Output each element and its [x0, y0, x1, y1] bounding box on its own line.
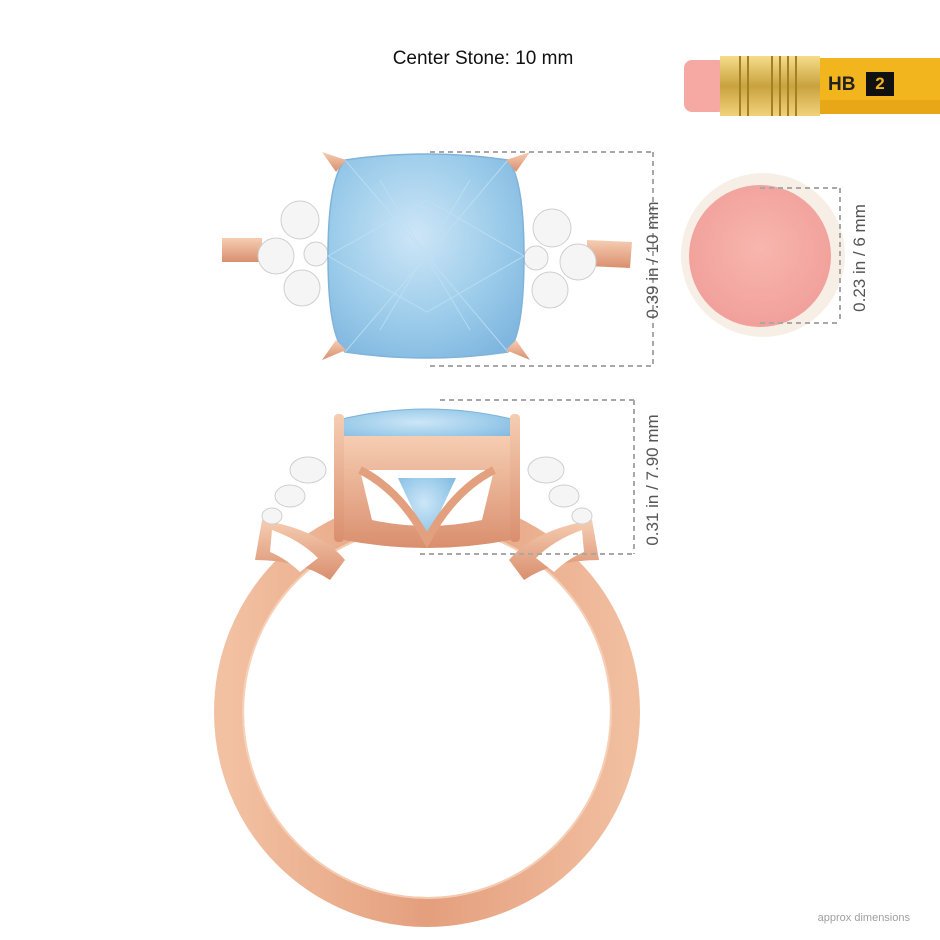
side-view-dimension-lines	[420, 399, 635, 555]
side-diamonds-right	[523, 208, 597, 309]
eraser-dimension-label: 0.23 in / 6 mm	[850, 204, 869, 312]
pencil-eraser	[684, 60, 726, 112]
approx-dimensions-note: approx dimensions	[817, 912, 910, 924]
ring-side-view	[214, 408, 640, 927]
stone-pavilion	[398, 478, 456, 540]
eraser-face	[689, 185, 831, 327]
pencil-grade: HB	[828, 74, 856, 95]
side-diamonds-left	[257, 200, 329, 307]
pencil-label: HB 2	[798, 64, 928, 106]
pencil	[684, 56, 940, 116]
top-view-dimension-label: 0.39 in / 10 mm	[643, 201, 662, 319]
ring-top-view	[222, 152, 632, 360]
side-view-dimension-label: 0.31 in / 7.90 mm	[643, 414, 662, 546]
prongs-side	[334, 414, 520, 542]
shank-right-top	[587, 240, 632, 268]
top-view-dimension-lines	[430, 151, 654, 367]
page-title: Center Stone: 10 mm	[392, 48, 574, 69]
ring-band	[214, 497, 640, 927]
eraser-end-view	[681, 173, 845, 337]
eraser-dimension-lines	[760, 187, 841, 324]
stone-facets	[326, 159, 526, 353]
prongs-top	[322, 152, 530, 360]
side-diamonds-profile	[261, 456, 593, 525]
shank-left-top	[222, 238, 262, 262]
pencil-number: 2	[866, 72, 894, 96]
pencil-ferrule	[720, 56, 820, 116]
